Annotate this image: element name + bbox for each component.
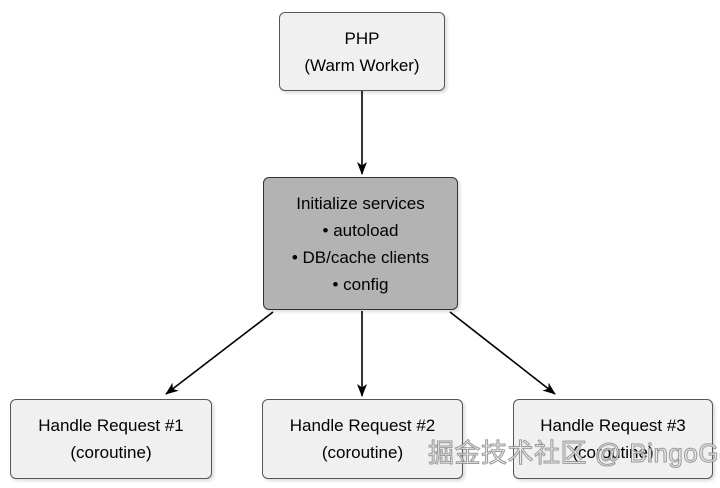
- node-handle-request-2: Handle Request #2 (coroutine): [262, 399, 463, 479]
- edge-init-to-req1: [165, 311, 274, 395]
- edge-init-to-req3: [449, 311, 556, 395]
- node-handle-request-1: Handle Request #1 (coroutine): [10, 399, 212, 479]
- node-req2-line1: Handle Request #2: [289, 416, 436, 435]
- node-php-warm-worker: PHP (Warm Worker): [279, 12, 445, 91]
- node-init-title: Initialize services: [296, 193, 425, 213]
- node-req2-line2: (coroutine): [321, 443, 404, 462]
- node-req3-line2: (coroutine): [572, 443, 654, 462]
- node-php-line2: (Warm Worker): [304, 55, 420, 75]
- node-init-bullet-autoload: • autoload: [322, 220, 399, 240]
- node-req1-line1: Handle Request #1: [38, 416, 184, 435]
- node-initialize-services: Initialize services • autoload • DB/cach…: [263, 177, 458, 310]
- node-handle-request-3: Handle Request #3 (coroutine): [513, 399, 713, 479]
- node-init-bullet-db-cache: • DB/cache clients: [291, 247, 430, 267]
- node-req3-line1: Handle Request #3: [540, 416, 686, 435]
- node-php-line1: PHP: [344, 28, 380, 48]
- node-init-bullet-config: • config: [332, 274, 389, 294]
- node-req1-line2: (coroutine): [70, 443, 152, 462]
